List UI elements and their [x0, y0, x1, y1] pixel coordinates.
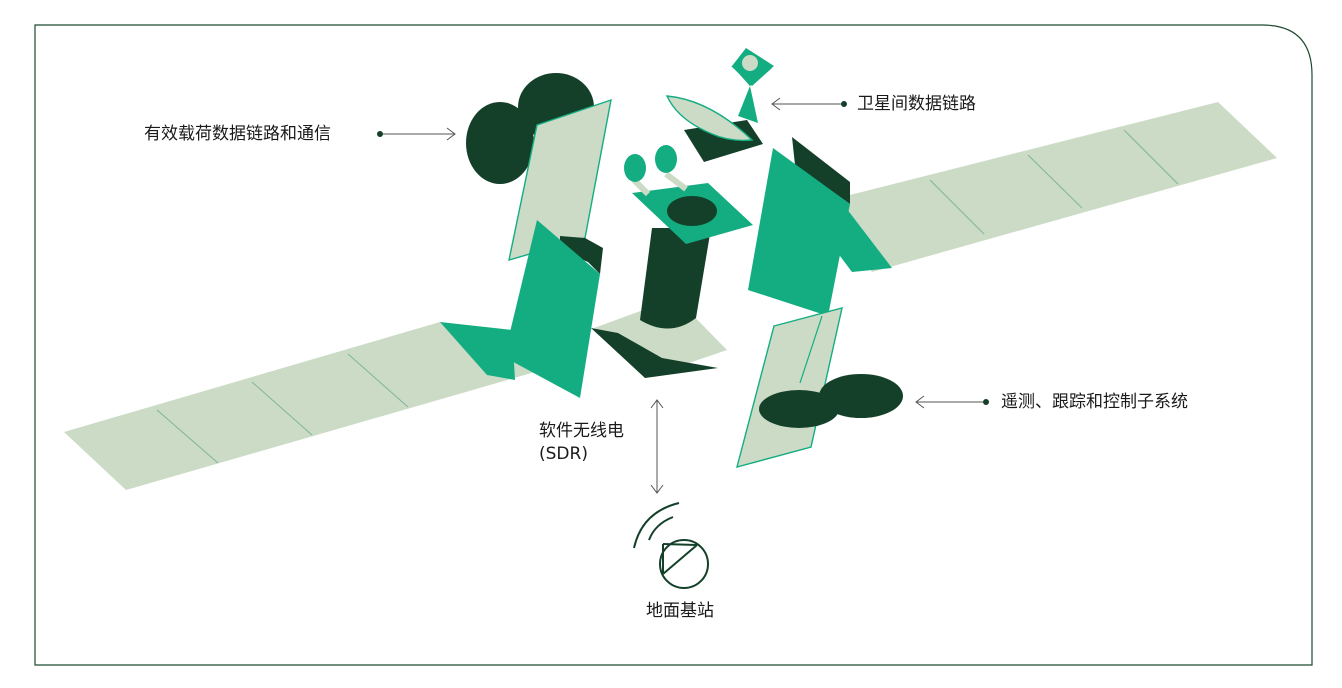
sdr-label-line2: (SDR) [539, 444, 588, 464]
sdr-link-arrow [650, 399, 664, 494]
payload-module [466, 73, 612, 398]
ttc-callout-arrow [915, 395, 989, 409]
ground-station-label: 地面基站 [646, 601, 714, 621]
left-solar-array [64, 322, 542, 490]
payload-callout-arrow [377, 127, 456, 141]
payload-label: 有效载荷数据链路和通信 [144, 124, 331, 144]
isl-dish-module [665, 48, 774, 162]
diagram-frame [34, 24, 1313, 666]
right-upper-module [748, 137, 850, 316]
ground-station-icon [633, 502, 709, 589]
left-array-yoke [440, 322, 515, 380]
ttc-module [736, 307, 903, 468]
right-solar-array [830, 102, 1277, 272]
isl-label: 卫星间数据链路 [857, 94, 976, 114]
central-bus [591, 145, 753, 378]
isl-callout-arrow [771, 97, 847, 111]
sdr-label-line1: 软件无线电 [539, 421, 624, 441]
ttc-label: 遥测、跟踪和控制子系统 [1001, 392, 1188, 412]
